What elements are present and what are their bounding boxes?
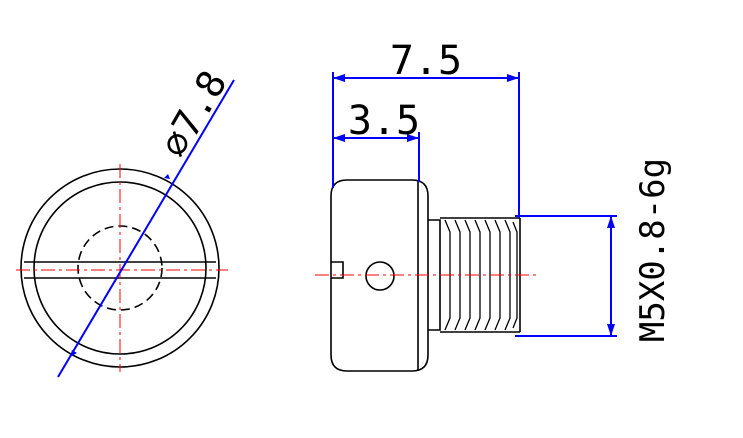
thread-crests — [444, 219, 518, 331]
arrow-thread-bottom — [607, 324, 615, 336]
cross-hole — [365, 261, 395, 291]
thread-crest-4 — [474, 219, 481, 331]
diameter-dimension: ⌀7.8 — [57, 63, 236, 378]
thread-label: M5X0.8-6g — [633, 158, 673, 342]
overall-length-label: 7.5 — [390, 38, 462, 84]
length-dimensions — [332, 72, 617, 337]
head-length-label: 3.5 — [348, 98, 420, 144]
arrow-head-left — [333, 134, 345, 142]
arrow-overall-right — [507, 74, 519, 82]
arrow-thread-top — [607, 216, 615, 228]
diameter-label: ⌀7.8 — [152, 63, 236, 164]
dimension-arrowheads — [333, 74, 615, 336]
side-view — [330, 179, 521, 372]
diameter-leader-line — [57, 79, 235, 378]
arrow-head-right — [407, 134, 419, 142]
diameter-arrowhead-bottom — [70, 350, 77, 357]
arrow-overall-left — [333, 74, 345, 82]
diameter-arrowhead-top — [164, 174, 170, 179]
head-outline — [330, 179, 429, 372]
slot-cut — [331, 261, 344, 279]
